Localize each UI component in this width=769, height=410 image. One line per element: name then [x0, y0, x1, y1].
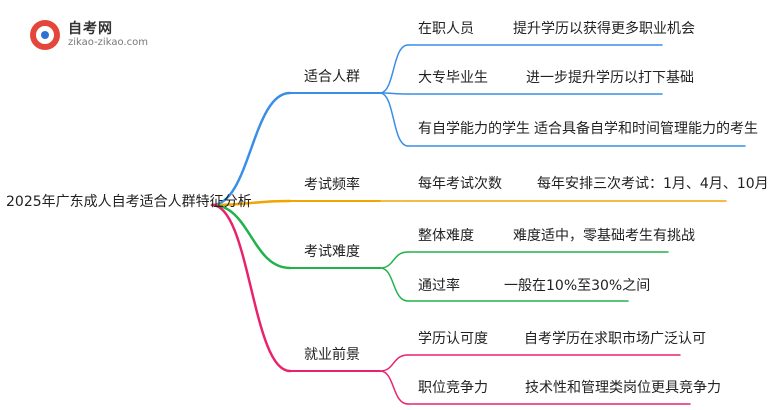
item-connector: [379, 44, 409, 94]
node-degree-recognition: 学历认可度: [418, 331, 488, 347]
item-connector: [379, 251, 409, 269]
branch-label-suitable-people: 适合人群: [304, 69, 360, 85]
logo-subtitle: zikao-zikao.com: [68, 37, 148, 48]
graduation-cap-icon: [30, 20, 60, 50]
node-overall-difficulty-detail: 难度适中，零基础考生有挑战: [513, 228, 695, 244]
node-self-study-students-detail: 适合具备自学和时间管理能力的考生: [534, 121, 758, 137]
node-job-competitiveness: 职位竞争力: [418, 380, 488, 396]
branch-connector: [210, 203, 292, 373]
item-connector: [379, 267, 409, 302]
node-job-competitiveness-detail: 技术性和管理类岗位更具竞争力: [525, 380, 721, 396]
node-pass-rate: 通过率: [418, 278, 460, 294]
branch-connector: [210, 203, 292, 270]
mindmap-canvas: [210, 44, 746, 405]
node-exams-per-year: 每年考试次数: [418, 176, 502, 192]
node-college-graduates: 大专毕业生: [418, 70, 488, 86]
root-topic: 2025年广东成人自考适合人群特征分析: [6, 194, 252, 210]
node-exams-per-year-detail: 每年安排三次考试：1月、4月、10月: [537, 176, 769, 192]
node-degree-recognition-detail: 自考学历在求职市场广泛认可: [524, 331, 706, 347]
logo-title: 自考网: [68, 21, 113, 37]
branch-connector: [210, 199, 292, 207]
item-connector: [379, 354, 409, 372]
item-connector: [379, 370, 409, 405]
branch-label-employment: 就业前景: [304, 347, 360, 363]
node-self-study-students: 有自学能力的学生: [418, 121, 530, 137]
node-overall-difficulty: 整体难度: [418, 228, 474, 244]
node-college-graduates-detail: 进一步提升学历以打下基础: [526, 70, 694, 86]
branch-label-exam-difficulty: 考试难度: [304, 244, 360, 260]
branch-connector: [210, 91, 292, 207]
node-working-people: 在职人员: [418, 21, 474, 37]
node-pass-rate-detail: 一般在10%至30%之间: [504, 278, 651, 294]
node-working-people-detail: 提升学历以获得更多职业机会: [513, 21, 695, 37]
item-connector: [379, 92, 409, 147]
branch-label-exam-frequency: 考试频率: [304, 177, 360, 193]
site-logo[interactable]: 自考网 zikao-zikao.com: [30, 16, 170, 56]
item-connector: [379, 92, 409, 95]
